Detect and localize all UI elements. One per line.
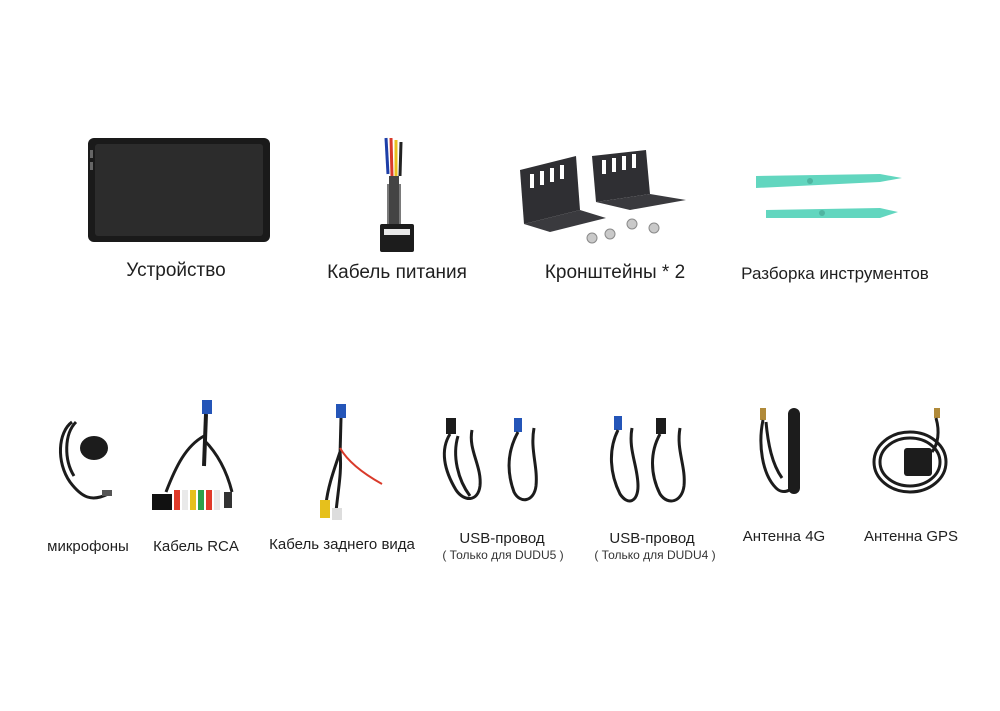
item-note: ( Только для DUDU4 )	[594, 548, 716, 562]
head-unit-screen-icon	[86, 136, 272, 246]
4g-antenna-icon	[752, 404, 812, 504]
power-harness-icon	[372, 134, 426, 258]
item-label: Кабель заднего вида	[269, 536, 415, 553]
item-label: Кабель RCA	[153, 538, 239, 555]
item-label: Кабель питания	[327, 262, 467, 283]
pry-tools-icon	[750, 168, 904, 226]
item-note: ( Только для DUDU5 )	[442, 548, 564, 562]
gps-antenna-icon	[868, 404, 964, 504]
rear-view-cable-icon	[308, 400, 388, 524]
item-label: USB-провод	[609, 530, 695, 547]
microphone-icon	[52, 412, 122, 512]
mounting-brackets-icon	[516, 148, 696, 248]
usb-cable-icon	[604, 410, 694, 510]
item-label: Устройство	[126, 260, 226, 281]
rca-cable-icon	[146, 396, 242, 520]
item-label: Разборка инструментов	[741, 264, 929, 283]
item-label: Антенна 4G	[742, 528, 826, 545]
item-label: USB-провод	[459, 530, 545, 547]
usb-cable-icon	[438, 410, 548, 510]
item-label: Антенна GPS	[863, 528, 959, 545]
item-label: Кронштейны * 2	[544, 262, 686, 283]
item-label: микрофоны	[47, 538, 129, 555]
